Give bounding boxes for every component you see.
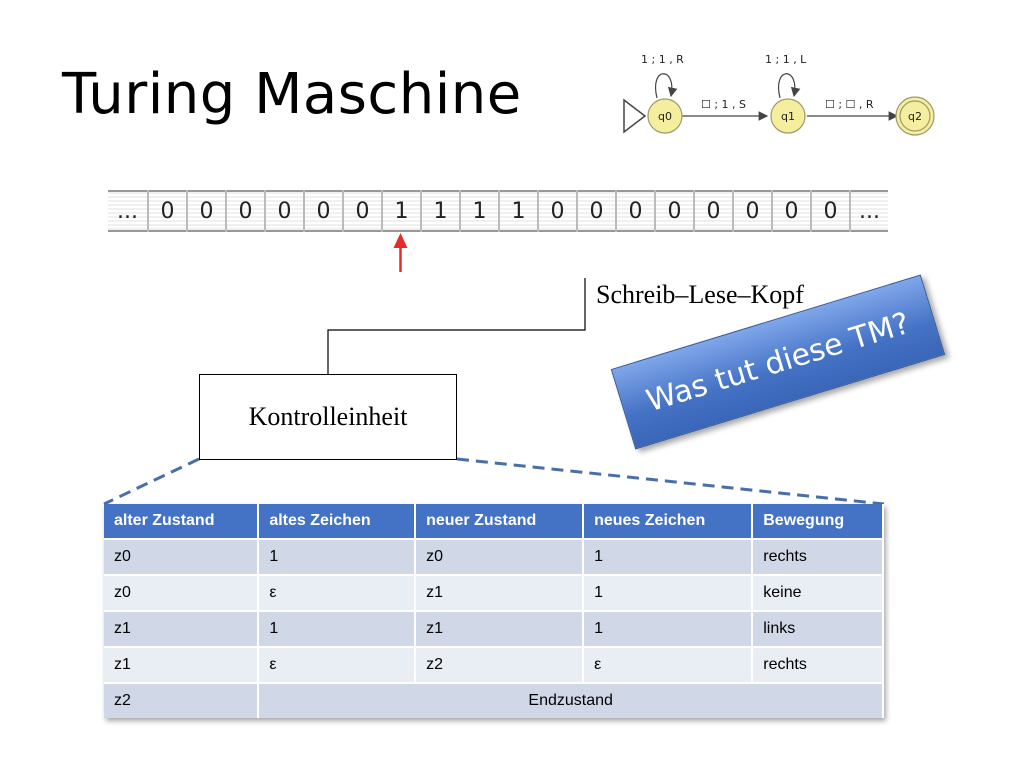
tape-cell: 0 [264,190,303,232]
table-cell: z1 [415,574,585,611]
table-cell: z0 [104,538,260,575]
tape-cell: 1 [459,190,498,232]
table-header-row: alter Zustand altes Zeichen neuer Zustan… [104,504,884,539]
table-row: z0 ε z1 1 keine [104,574,884,611]
zoom-line-right [456,457,885,506]
start-state-marker [623,98,647,134]
tape-cell: 1 [498,190,537,232]
state-label-q1: q1 [781,110,795,123]
table-cell: z2 [104,682,260,718]
table-cell: rechts [752,538,884,575]
tape-cell: 0 [693,190,732,232]
table-cell: z2 [415,646,585,683]
table-row-final: z2 Endzustand [104,682,884,718]
edge-label-q1-q2: ☐ ; ☐ , R [825,98,874,111]
loop-label-q1: 1 ; 1 , L [765,53,807,66]
table-cell: links [752,610,884,647]
control-unit-box: Kontrolleinheit [199,374,457,460]
tape-cell: 1 [420,190,459,232]
state-q0 [647,98,683,134]
head-arrow-tip [393,233,408,248]
tape-cell: 0 [537,190,576,232]
loop-label-q0: 1 ; 1 , R [641,53,684,66]
slide-title: Turing Maschine [62,62,522,127]
table-row: z0 1 z0 1 rechts [104,538,884,575]
table-cell: z1 [415,610,585,647]
table-cell: 1 [583,610,754,647]
tape-cell: 0 [303,190,342,232]
table-row: z1 1 z1 1 links [104,610,884,647]
header-cell: alter Zustand [104,504,260,539]
table-cell: ε [583,646,754,683]
table-cell: ε [258,574,417,611]
edge-label-q0-q1: ☐ ; 1 , S [701,98,746,111]
table-cell: 1 [258,610,417,647]
tape-cell: 0 [342,190,381,232]
table-cell: z1 [104,610,260,647]
tape-cell: 0 [654,190,693,232]
tape-cell: 0 [186,190,225,232]
state-q2 [899,100,931,132]
tape-cell: 0 [810,190,849,232]
table-cell: z0 [104,574,260,611]
table-cell: z1 [104,646,260,683]
state-label-q0: q0 [658,110,672,123]
turing-machine-state-diagram: 1 ; 1 , R 1 ; 1 , L ☐ ; 1 , S ☐ ; ☐ , R … [623,53,935,136]
head-label: Schreib–Lese–Kopf [596,280,804,309]
table-cell-final-state: Endzustand [258,682,884,718]
head-to-control-line [327,278,586,374]
state-q1 [770,98,806,134]
header-cell: neues Zeichen [583,504,754,539]
tape-cell: 0 [732,190,771,232]
tape-cell: 0 [147,190,186,232]
tape-cell: 1 [381,190,420,232]
tape-ellipsis: ... [117,198,138,224]
table-cell: 1 [583,538,754,575]
tape-cell: 0 [225,190,264,232]
table-cell: rechts [752,646,884,683]
state-label-q2: q2 [908,110,922,123]
table-cell: 1 [258,538,417,575]
header-cell: neuer Zustand [415,504,585,539]
table-cell: ε [258,646,417,683]
tape-cell: 0 [576,190,615,232]
control-unit-label: Kontrolleinheit [248,402,408,431]
zoom-line-left [103,457,200,506]
table-cell: keine [752,574,884,611]
table-row: z1 ε z2 ε rechts [104,646,884,683]
table-cell: z0 [415,538,585,575]
header-cell: Bewegung [752,504,884,539]
tape-ellipsis: ... [849,190,888,232]
loop-q0 [655,73,678,99]
tape-cell: 0 [771,190,810,232]
transition-table: alter Zustand altes Zeichen neuer Zustan… [104,504,884,718]
loop-q1 [778,73,801,99]
table-cell: 1 [583,574,754,611]
tape-cell: 0 [615,190,654,232]
header-cell: altes Zeichen [258,504,417,539]
